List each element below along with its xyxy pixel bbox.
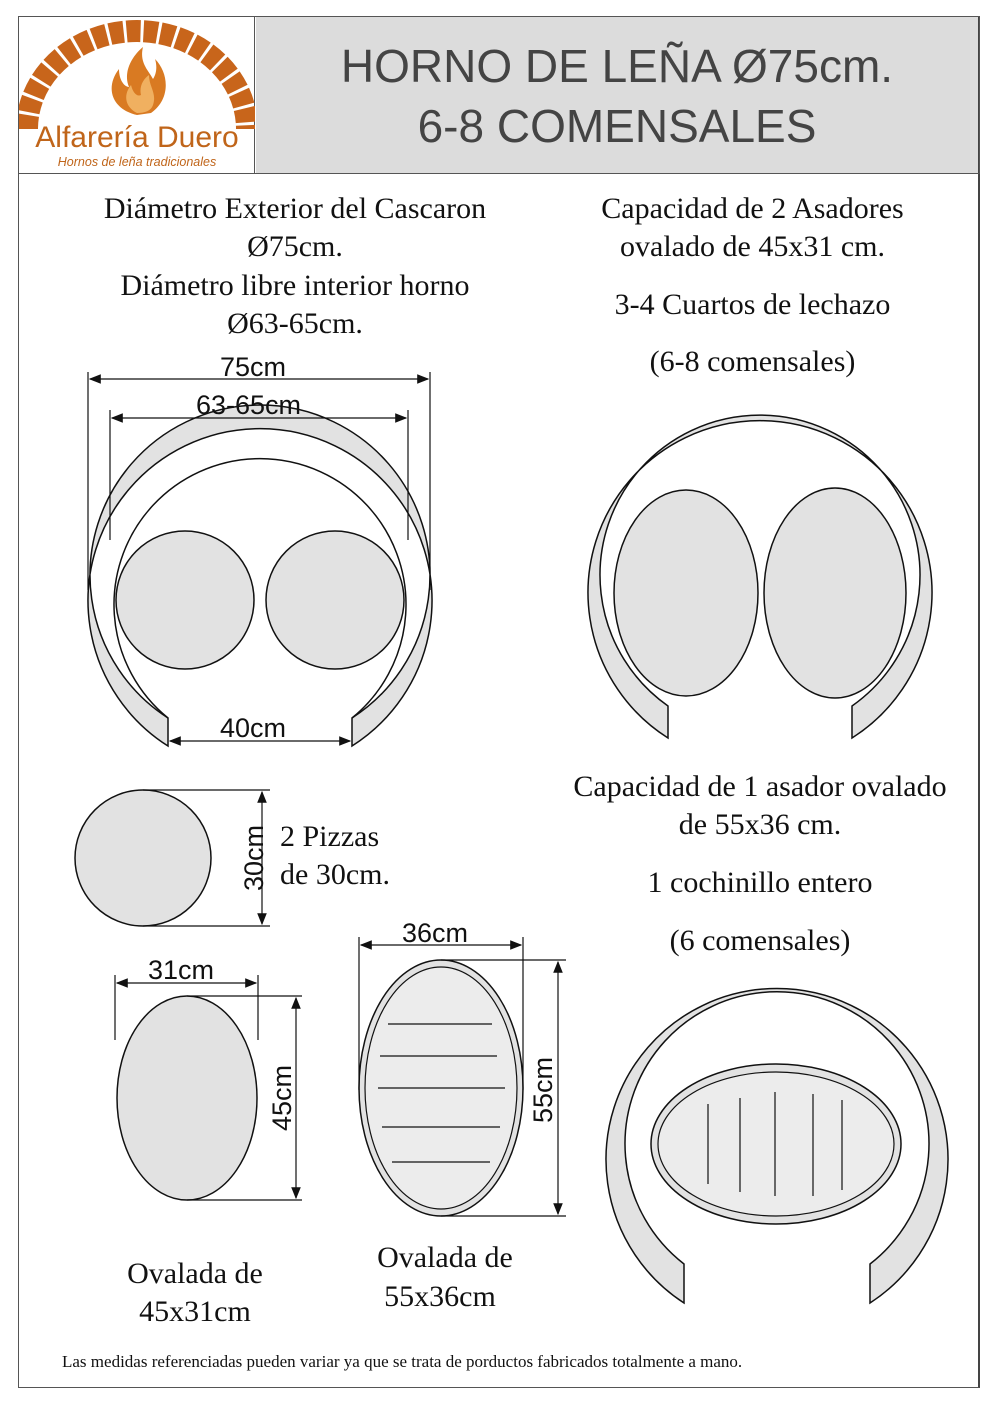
oven-mouth-dim-label: 40cm [220, 713, 287, 743]
pizza-label-line-2: de 30cm. [280, 858, 390, 891]
oval-large-width-label: 36cm [402, 918, 469, 948]
oval-small-width-label: 31cm [148, 955, 215, 985]
oven-top-left-dims [87, 372, 431, 746]
right-desc-line-2: ovalado de 45x31 cm. [620, 230, 885, 263]
single-roaster-line-3: 1 cochinillo entero [647, 866, 873, 899]
pizza-30-dim [143, 789, 270, 927]
oval-55x36-dims [358, 937, 566, 1217]
pizza-30-dim-label: 30cm [239, 825, 269, 891]
oven-top-left [87, 404, 433, 748]
single-roaster-line-2: de 55x36 cm. [678, 808, 842, 841]
brand-name: Alfarería Duero [35, 121, 238, 154]
title-panel: HORNO DE LEÑA Ø75cm. 6-8 COMENSALES [256, 17, 978, 173]
oval-large-height-label: 55cm [528, 1057, 558, 1123]
right-desc-line-3: 3-4 Cuartos de lechazo [614, 288, 891, 321]
flame-icon [111, 47, 166, 115]
oven-outer-dim-label: 75cm [220, 352, 287, 382]
pizza-label-line-1: 2 Pizzas [280, 820, 380, 853]
left-desc-line-1: Diámetro Exterior del Cascaron [103, 192, 487, 225]
oval-large-caption-1: Ovalada de [377, 1241, 513, 1274]
oven-bottom-right [605, 987, 949, 1305]
header [18, 16, 980, 174]
title-line-1: HORNO DE LEÑA Ø75cm. [340, 40, 894, 92]
oval-45x31 [116, 995, 258, 1201]
oval-55x36-grill [378, 1023, 505, 1163]
oval-small-caption-2: 45x31cm [139, 1295, 251, 1328]
pizza-circle-right [265, 530, 405, 670]
footer-note: Las medidas referenciadas pueden variar … [62, 1352, 743, 1371]
single-roaster-line-1: Capacidad de 1 asador ovalado [573, 770, 947, 803]
pizza-circle-left [115, 530, 255, 670]
pizza-30-circle [74, 789, 212, 927]
logo: Alfarería Duero Hornos de leña tradicion… [19, 17, 255, 173]
single-roaster-line-4: (6 comensales) [669, 924, 851, 957]
brand-tagline: Hornos de leña tradicionales [58, 155, 216, 169]
oven-inner-dim-label: 63-65cm [196, 390, 302, 420]
left-desc-line-4: Ø63-65cm. [227, 307, 363, 340]
roaster-large-grill [707, 1092, 843, 1196]
logo-arch-icon: Alfarería Duero Hornos de leña tradicion… [19, 20, 255, 169]
right-desc-line-1: Capacidad de 2 Asadores [601, 192, 904, 225]
left-desc-line-3: Diámetro libre interior horno [120, 269, 470, 302]
oven-top-right [587, 414, 933, 740]
oval-small-caption-1: Ovalada de [127, 1257, 263, 1290]
left-desc-line-2: Ø75cm. [247, 230, 343, 263]
title-line-2: 6-8 COMENSALES [417, 100, 817, 152]
right-desc-line-4: (6-8 comensales) [649, 345, 856, 378]
roaster-oval-right [763, 487, 907, 699]
oval-small-height-label: 45cm [267, 1065, 297, 1131]
oval-45x31-dims [114, 975, 302, 1201]
roaster-large-inner [657, 1071, 895, 1217]
oval-large-caption-2: 55x36cm [384, 1280, 496, 1313]
roaster-oval-left [613, 489, 759, 697]
